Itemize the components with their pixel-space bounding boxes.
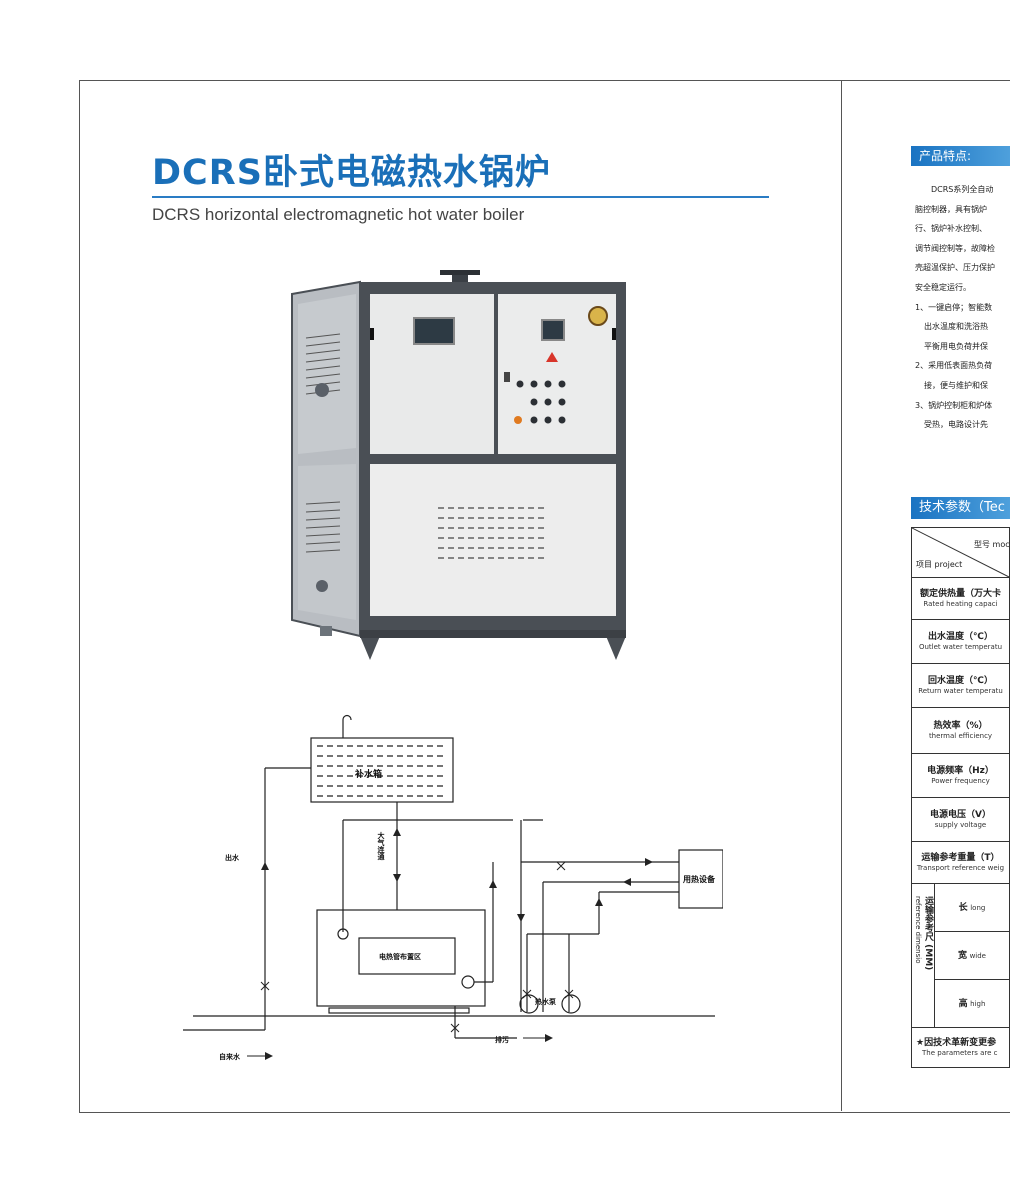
table-row: 电源频率（Hz）Power frequency: [911, 753, 1010, 798]
row-label-cn: 运输参考重量（T）: [921, 852, 1000, 863]
page-title: DCRS卧式电磁热水锅炉: [152, 153, 551, 193]
row-label-en: Outlet water temperatu: [918, 642, 1003, 651]
tap-water-label: 自来水: [219, 1052, 241, 1061]
page-frame: [79, 80, 1010, 1113]
corner-model-label: 型号 moc: [974, 540, 1010, 549]
row-label-en: Rated heating capaci: [923, 599, 998, 608]
page-divider: [841, 80, 842, 1111]
corner-project-label: 项目 project: [916, 560, 963, 569]
row-label-en: Power frequency: [931, 776, 990, 785]
page-subtitle: DCRS horizontal electromagnetic hot wate…: [152, 205, 525, 224]
boiler-photo: [280, 268, 640, 664]
table-row: 运输参考尺 (MM) reference dimensio 长 long: [911, 883, 1010, 1028]
row-label-cn: 出水温度（℃）: [928, 631, 993, 642]
features-line: 接，便与维护和保: [924, 380, 988, 390]
vent-label: 大气连通: [377, 831, 386, 861]
drain-label: 排污: [495, 1035, 509, 1044]
tank-label: 补水箱: [354, 768, 382, 780]
heat-equipment-label: 用热设备: [682, 874, 716, 884]
features-line: 平衡用电负荷并保: [924, 341, 988, 351]
table-corner: 型号 moc 项目 project: [911, 527, 1010, 578]
features-line: 安全稳定运行。: [915, 282, 971, 292]
table-row: 电源电压（V）supply voltage: [911, 797, 1010, 842]
note-cn: ★因技术革新变更参: [916, 1037, 997, 1048]
dim-label-en: long: [970, 903, 986, 912]
outlet-label: 出水: [225, 853, 240, 862]
row-label-cn: 额定供热量（万大卡: [919, 588, 1001, 599]
note-en: The parameters are c: [922, 1048, 998, 1057]
row-label-en: thermal efficiency: [928, 731, 993, 740]
features-heading: 产品特点:: [911, 146, 1010, 166]
dim-group-label: 运输参考尺 (MM): [923, 896, 933, 971]
features-line: 行、锅炉补水控制、: [915, 224, 987, 234]
features-text: DCRS系列全自动 脑控制器，具有锅炉 行、锅炉补水控制、 调节阀控制等，故障检…: [915, 180, 1010, 435]
title-underline: [152, 196, 769, 198]
features-line: 1、一键启停；智能数: [915, 302, 993, 312]
features-line: 壳超温保护、压力保护: [915, 263, 995, 273]
dim-label-cn: 宽: [958, 950, 968, 961]
features-line: 2、采用低表面热负荷: [915, 361, 993, 371]
features-line: 受热，电路设计先: [924, 420, 988, 430]
table-row: 高 high: [912, 979, 1010, 1028]
system-diagram: 补水箱 大气连通 出水 用热设备 电热管布置区 热水泵 自来水 排污: [183, 712, 724, 1072]
row-label-cn: 回水温度（℃）: [928, 675, 993, 686]
table-row: 出水温度（℃）Outlet water temperatu: [911, 619, 1010, 664]
row-label-en: supply voltage: [934, 820, 987, 829]
row-label-cn: 电源电压（V）: [930, 809, 991, 820]
table-row: 热效率（%）thermal efficiency: [911, 707, 1010, 754]
dim-label-en: high: [970, 999, 986, 1008]
dim-label-cn: 长: [958, 902, 968, 913]
heating-area-label: 电热管布置区: [379, 952, 421, 961]
features-line: 调节阀控制等，故障检: [915, 243, 995, 253]
dim-group-cell: 运输参考尺 (MM) reference dimensio: [911, 883, 935, 1028]
row-label-en: Return water temperatu: [918, 686, 1003, 695]
row-label-cn: 热效率（%）: [933, 720, 988, 731]
features-line: DCRS系列全自动: [931, 185, 994, 194]
dim-label-cn: 高: [958, 998, 968, 1009]
features-line: 脑控制器，具有锅炉: [915, 204, 987, 214]
dim-group-label-en: reference dimensio: [914, 896, 922, 964]
row-label-cn: 电源频率（Hz）: [927, 765, 994, 776]
features-line: 3、锅炉控制柜和炉体: [915, 400, 993, 410]
features-line: 出水温度和洗浴热: [924, 322, 988, 332]
pump-label: 热水泵: [535, 997, 556, 1006]
tech-heading: 技术参数（Tec: [911, 497, 1010, 519]
table-row: 回水温度（℃）Return water temperatu: [911, 663, 1010, 708]
table-row: 运输参考重量（T）Transport reference weig: [911, 841, 1010, 884]
dim-label-en: wide: [969, 951, 986, 960]
row-label-en: Transport reference weig: [916, 863, 1005, 872]
